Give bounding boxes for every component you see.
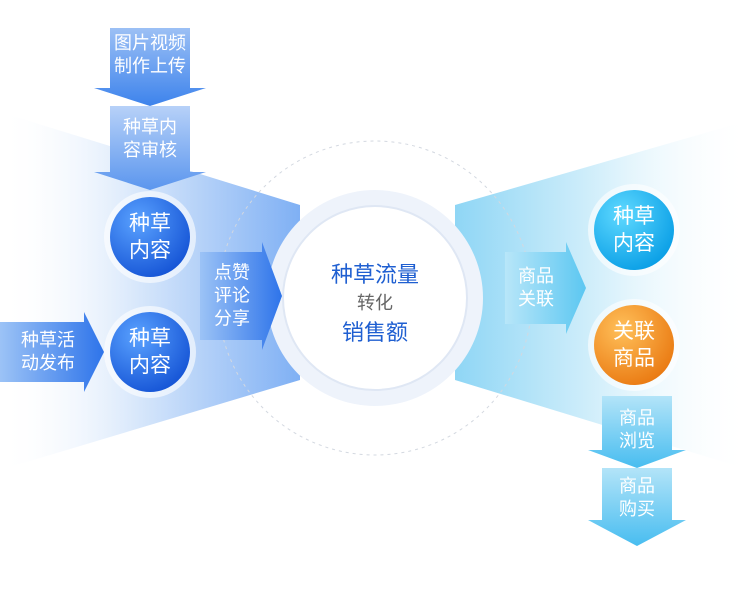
right-ball-1 <box>594 190 674 270</box>
right-funnel-band <box>455 120 750 470</box>
arrow-purchase <box>588 468 686 546</box>
review-label: 种草内容审核 <box>123 117 177 161</box>
arrow-campaign <box>0 312 104 392</box>
right-circle-1-label: 种草内容 <box>613 204 655 255</box>
center-result: 销售额 <box>341 321 409 346</box>
left-circle-1-label: 种草内容 <box>129 211 171 262</box>
arrow-interaction <box>200 242 282 350</box>
arrow-review <box>94 106 206 190</box>
product-link-label: 商品关联 <box>518 266 554 310</box>
purchase-label: 商品购买 <box>619 476 655 520</box>
center-subtitle: 转化 <box>357 293 393 314</box>
browse-label: 商品浏览 <box>619 408 655 452</box>
left-circle-2-label: 种草内容 <box>129 326 171 377</box>
right-ball-2 <box>594 305 674 385</box>
upload-label: 图片视频制作上传 <box>114 33 186 77</box>
arrow-browse <box>588 396 686 468</box>
campaign-label: 种草活动发布 <box>21 330 75 374</box>
center-title: 种草流量 <box>330 263 420 288</box>
left-ball-1 <box>110 197 190 277</box>
center-disc <box>282 205 468 391</box>
interaction-label: 点赞评论分享 <box>214 262 250 330</box>
arrow-product-link <box>505 242 586 334</box>
right-circle-2-label: 关联商品 <box>613 319 655 370</box>
arrow-upload <box>94 28 206 106</box>
left-ball-2 <box>110 312 190 392</box>
